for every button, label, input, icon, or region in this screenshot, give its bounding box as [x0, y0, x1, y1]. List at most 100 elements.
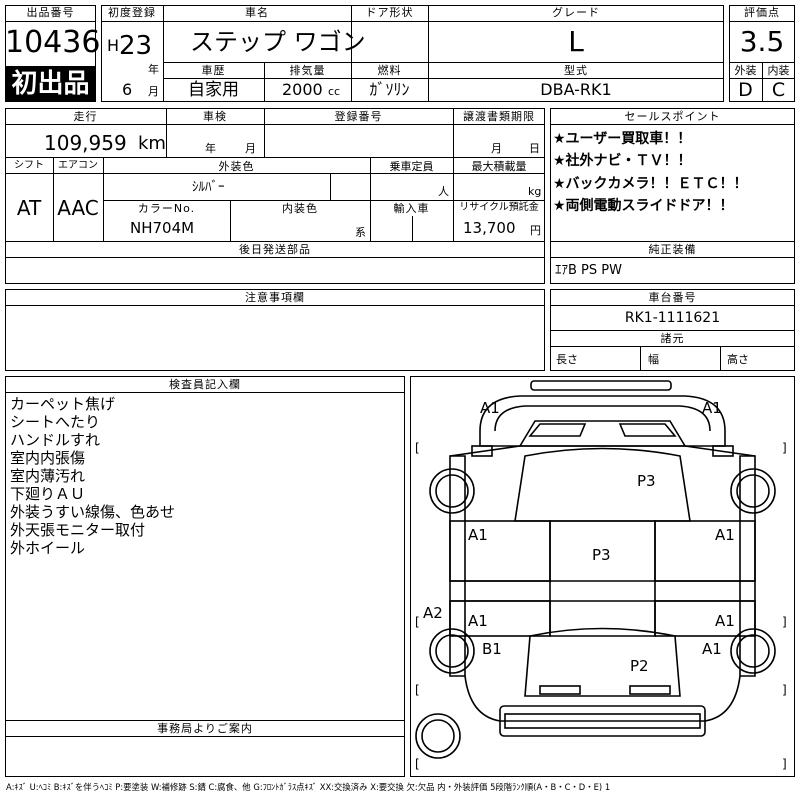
car-diagram: A1 A1 P3 A1 A1 P3 A2 A1 A1 B1 A1 P2 [ ] …: [415, 380, 787, 771]
body-outline-top: [479, 395, 726, 447]
rear-bumper-outline: [539, 685, 581, 695]
mark-p2: P2: [630, 657, 649, 675]
chassis-label: 車台番号: [648, 291, 697, 304]
mark-a1-low-right: A1: [715, 612, 735, 630]
lot-number: 10436: [5, 25, 101, 60]
transfer-month: 月: [491, 142, 502, 155]
inspector-notes: カーペット焦げ シートへたり ハンドルすれ 室内内張傷 室内薄汚れ 下廻りＡＵ …: [10, 395, 175, 557]
mileage-value: 109,959: [44, 131, 127, 155]
bracket-fl: [: [415, 441, 420, 455]
windshield-outline: [518, 420, 687, 447]
int-score: C: [771, 79, 786, 101]
lot-label: 出品番号: [26, 6, 75, 19]
grade-value: L: [568, 25, 584, 58]
recycle-value: 13,700: [463, 219, 516, 237]
inspection-label: 車検: [203, 110, 227, 123]
ac-label: エアコン: [58, 160, 98, 171]
reg-year: 23: [119, 31, 153, 61]
displacement-value: 2000: [282, 80, 323, 99]
registration-label: 登録番号: [334, 110, 383, 123]
history-value: 自家用: [188, 80, 239, 100]
fuel-label: 燃料: [377, 64, 402, 77]
equipment-value: ｴｱB PS PW: [555, 263, 622, 278]
recycle-label: リサイクル預託金: [459, 202, 539, 213]
bracket-mr: ]: [782, 615, 787, 629]
mark-a1-mid-left: A1: [468, 526, 488, 544]
legend-footer: A:ｷｽﾞ U:ﾍｺﾐ B:ｷｽﾞを伴うﾍｺﾐ P:要塗装 W:補修跡 S:錆 …: [6, 782, 611, 792]
inspector-line: 外ホイール: [10, 539, 86, 557]
color-number-value: NH704M: [130, 219, 195, 237]
recycle-unit: 円: [530, 224, 541, 237]
mirror-right: [712, 445, 734, 457]
wheel-front-right: [730, 468, 776, 514]
inspector-line: 室内内張傷: [10, 449, 86, 467]
inspector-line: 外天張モニター取付: [10, 521, 146, 539]
mark-a1-top-right: A1: [702, 399, 722, 417]
width-label: 幅: [648, 353, 659, 366]
bracket-fr: ]: [782, 441, 787, 455]
height-label: 高さ: [727, 353, 749, 366]
inspector-box: [5, 376, 405, 777]
ext-score: D: [738, 79, 753, 101]
mark-a1-rear-right: A1: [702, 640, 722, 658]
score-value: 3.5: [739, 25, 785, 58]
inspector-line: ハンドルすれ: [10, 431, 101, 449]
mark-a1-top-left: A1: [480, 399, 500, 417]
load-label: 最大積載量: [471, 160, 527, 173]
color-number-label: カラーNo.: [137, 202, 196, 215]
mark-p3-center: P3: [592, 546, 611, 564]
sales-point-3: ★バックカメラ！！ＥＴＣ！！: [553, 176, 748, 192]
car-name-label: 車名: [245, 6, 269, 19]
wheel-front-left: [429, 468, 475, 514]
inspector-line: シートへたり: [10, 413, 101, 431]
car-name: ステップ ワゴン: [190, 28, 366, 56]
bracket-rr: ]: [782, 683, 787, 697]
bracket-br: ]: [782, 757, 787, 771]
vehicle-detail-box: [5, 108, 545, 284]
load-unit: kg: [528, 185, 542, 198]
chassis-number: RK1-1111621: [624, 310, 721, 326]
capacity-unit: 人: [438, 185, 449, 198]
later-parts-label: 後日発送部品: [239, 243, 311, 256]
inspector-line: 外装うすい線傷、色あせ: [10, 503, 176, 521]
year-unit: 年: [148, 63, 159, 76]
grade-label: グレード: [552, 6, 600, 19]
score-label: 評価点: [744, 6, 780, 19]
bracket-rl: [: [415, 683, 420, 697]
model-label: 型式: [564, 64, 588, 77]
displacement-label: 排気量: [289, 64, 326, 77]
month-unit: 月: [148, 85, 159, 98]
displacement-unit: cc: [328, 85, 341, 98]
front-bumper-outline: [530, 380, 672, 391]
mirror-left: [471, 445, 493, 457]
office-label: 事務局よりご案内: [157, 722, 253, 735]
interior-color-label: 内装色: [282, 202, 318, 215]
first-time-badge: 初出品: [5, 66, 96, 102]
equipment-label: 純正装備: [648, 243, 697, 256]
capacity-label: 乗車定員: [389, 160, 434, 173]
inspector-line: 室内薄汚れ: [10, 467, 86, 485]
reg-month: 6: [122, 80, 133, 99]
notes-box: [5, 289, 545, 371]
first-reg-label: 初度登録: [108, 6, 156, 19]
inspector-line: 下廻りＡＵ: [10, 485, 86, 503]
spare-wheel: [415, 713, 461, 759]
ac-value: AAC: [57, 196, 99, 220]
inspection-year: 年: [205, 142, 216, 155]
era-letter: H: [107, 36, 120, 55]
sales-point-4: ★両側電動スライドドア！！: [553, 198, 734, 214]
transfer-day: 日: [529, 142, 540, 155]
ext-color-value: ｼﾙﾊﾞｰ: [192, 180, 225, 195]
shift-value: AT: [16, 196, 42, 220]
sales-point-2: ★社外ナビ・ＴＶ！！: [553, 153, 692, 169]
mark-a1-mid-right: A1: [715, 526, 735, 544]
sales-points-label: セールスポイント: [624, 110, 721, 123]
mileage-unit: km: [138, 133, 166, 154]
interior-color-unit: 系: [355, 226, 366, 239]
inspector-line: カーペット焦げ: [10, 395, 116, 413]
history-label: 車歴: [201, 64, 226, 77]
mark-b1: B1: [482, 640, 502, 658]
inspector-label: 検査員記入欄: [169, 378, 241, 391]
body-side-left: [449, 455, 466, 677]
shift-label: シフト: [14, 160, 44, 171]
